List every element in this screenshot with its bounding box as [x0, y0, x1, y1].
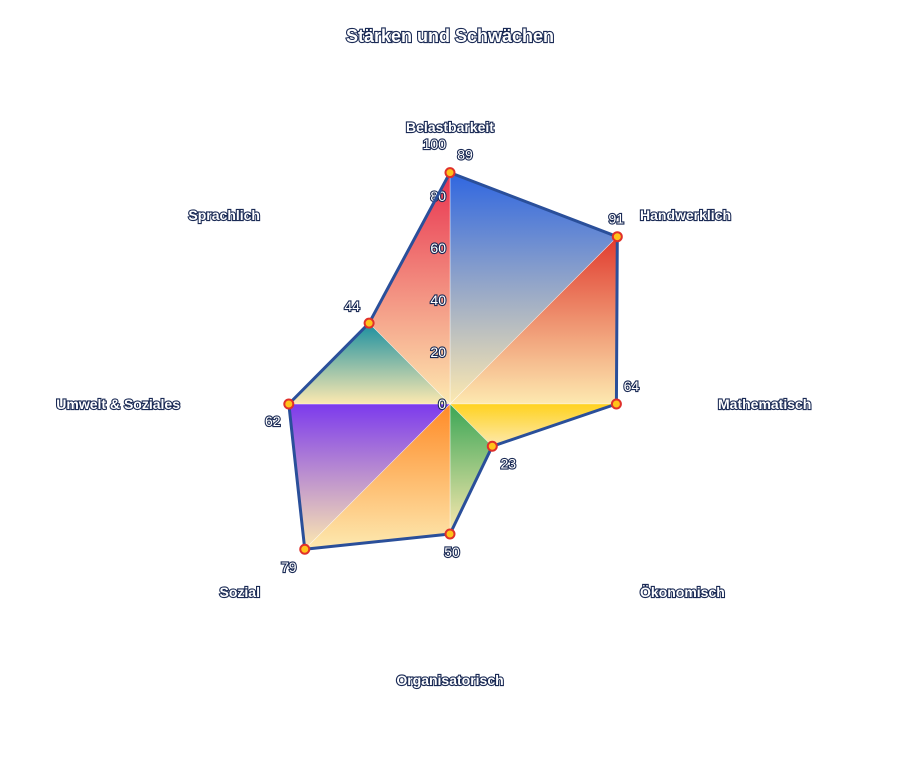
value-label: 50	[444, 544, 460, 560]
axis-label: Umwelt & Soziales	[56, 396, 180, 412]
value-label: 79	[281, 559, 297, 575]
data-point[interactable]	[283, 398, 295, 410]
data-point[interactable]	[444, 167, 456, 179]
data-point[interactable]	[611, 231, 623, 243]
r-tick-label: 40	[430, 292, 446, 308]
value-label: 62	[265, 413, 281, 429]
axis-label: Belastbarkeit	[406, 119, 494, 135]
data-point[interactable]	[610, 398, 622, 410]
value-label: 89	[457, 147, 473, 163]
r-tick-label: 20	[430, 344, 446, 360]
axis-label: Ökonomisch	[640, 584, 725, 600]
axis-label: Sprachlich	[188, 207, 260, 223]
axis-label: Sozial	[220, 584, 260, 600]
value-label: 64	[624, 378, 640, 394]
chart-title: Stärken und Schwächen	[346, 26, 554, 46]
r-tick-label: 100	[423, 136, 447, 152]
data-point[interactable]	[486, 440, 498, 452]
value-label: 44	[344, 298, 360, 314]
data-point[interactable]	[299, 543, 311, 555]
r-tick-label: 0	[438, 396, 446, 412]
axis-label: Handwerklich	[640, 207, 731, 223]
value-label: 23	[500, 455, 516, 471]
r-tick-label: 60	[430, 240, 446, 256]
data-point[interactable]	[363, 317, 375, 329]
value-label: 91	[609, 211, 625, 227]
axis-label: Organisatorisch	[396, 672, 503, 688]
axis-label: Mathematisch	[718, 396, 811, 412]
data-point[interactable]	[444, 528, 456, 540]
